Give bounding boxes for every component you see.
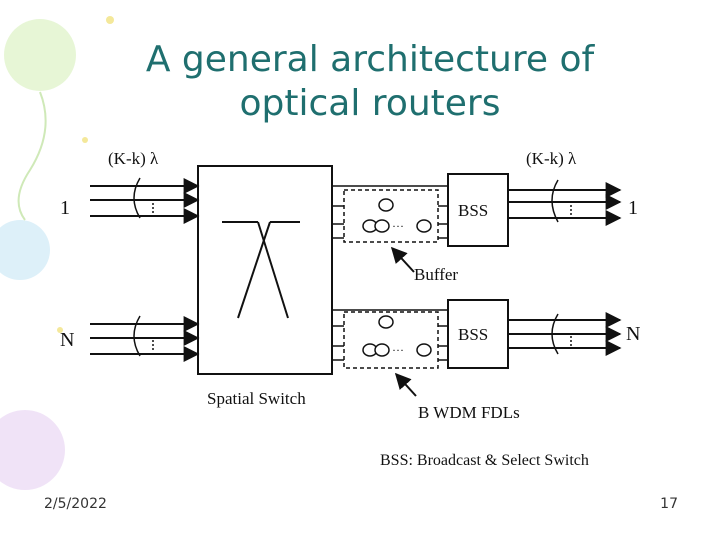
switch-label: Spatial Switch (207, 389, 306, 408)
input-fiber-group-top (90, 177, 200, 224)
fdl-label: B WDM FDLs (418, 403, 520, 422)
input-wavelengths-label: (K-k) λ (108, 149, 159, 168)
buffer-label: Buffer (414, 265, 458, 284)
balloon-string-decoration (17, 91, 47, 221)
balloon-decoration-bottom (0, 410, 65, 490)
output-port-last-label: N (626, 323, 640, 345)
confetti-dot (106, 16, 114, 24)
bss-box-top (447, 173, 509, 247)
switch-crossing-symbol (222, 221, 300, 319)
output-wavelengths-label: (K-k) λ (526, 149, 577, 168)
delay-loop-icon (362, 198, 432, 233)
delay-loop-icon (362, 315, 432, 357)
bss-box-bottom (447, 299, 509, 369)
fdl-pointer-arrow (394, 372, 417, 397)
bss-bottom-label: BSS (458, 325, 488, 344)
title-line-2: optical routers (239, 83, 501, 124)
fdl-buffer-box-top (343, 189, 439, 243)
confetti-dot (57, 327, 63, 333)
title-line-1: A general architecture of (145, 39, 595, 80)
output-fiber-group-bottom (508, 312, 622, 356)
slide-date: 2/5/2022 (44, 496, 107, 512)
input-fiber-group-bottom (90, 315, 200, 362)
output-fiber-group-top (508, 179, 622, 226)
output-port-first-label: 1 (628, 197, 638, 219)
confetti-dot (82, 137, 88, 143)
bss-legend: BSS: Broadcast & Select Switch (380, 452, 589, 469)
spatial-switch-box (197, 165, 333, 375)
bss-top-label: BSS (458, 201, 488, 220)
loop-ellipsis: ··· (392, 219, 404, 233)
balloon-decoration-mid (0, 220, 50, 280)
slide-page-number: 17 (660, 496, 678, 512)
balloon-decoration-top (4, 19, 76, 91)
input-port-first-label: 1 (60, 197, 70, 219)
slide-title: A general architecture of optical router… (60, 38, 680, 126)
input-port-last-label: N (60, 329, 74, 351)
buffer-pointer-arrow (390, 246, 415, 273)
loop-ellipsis: ··· (392, 343, 404, 357)
